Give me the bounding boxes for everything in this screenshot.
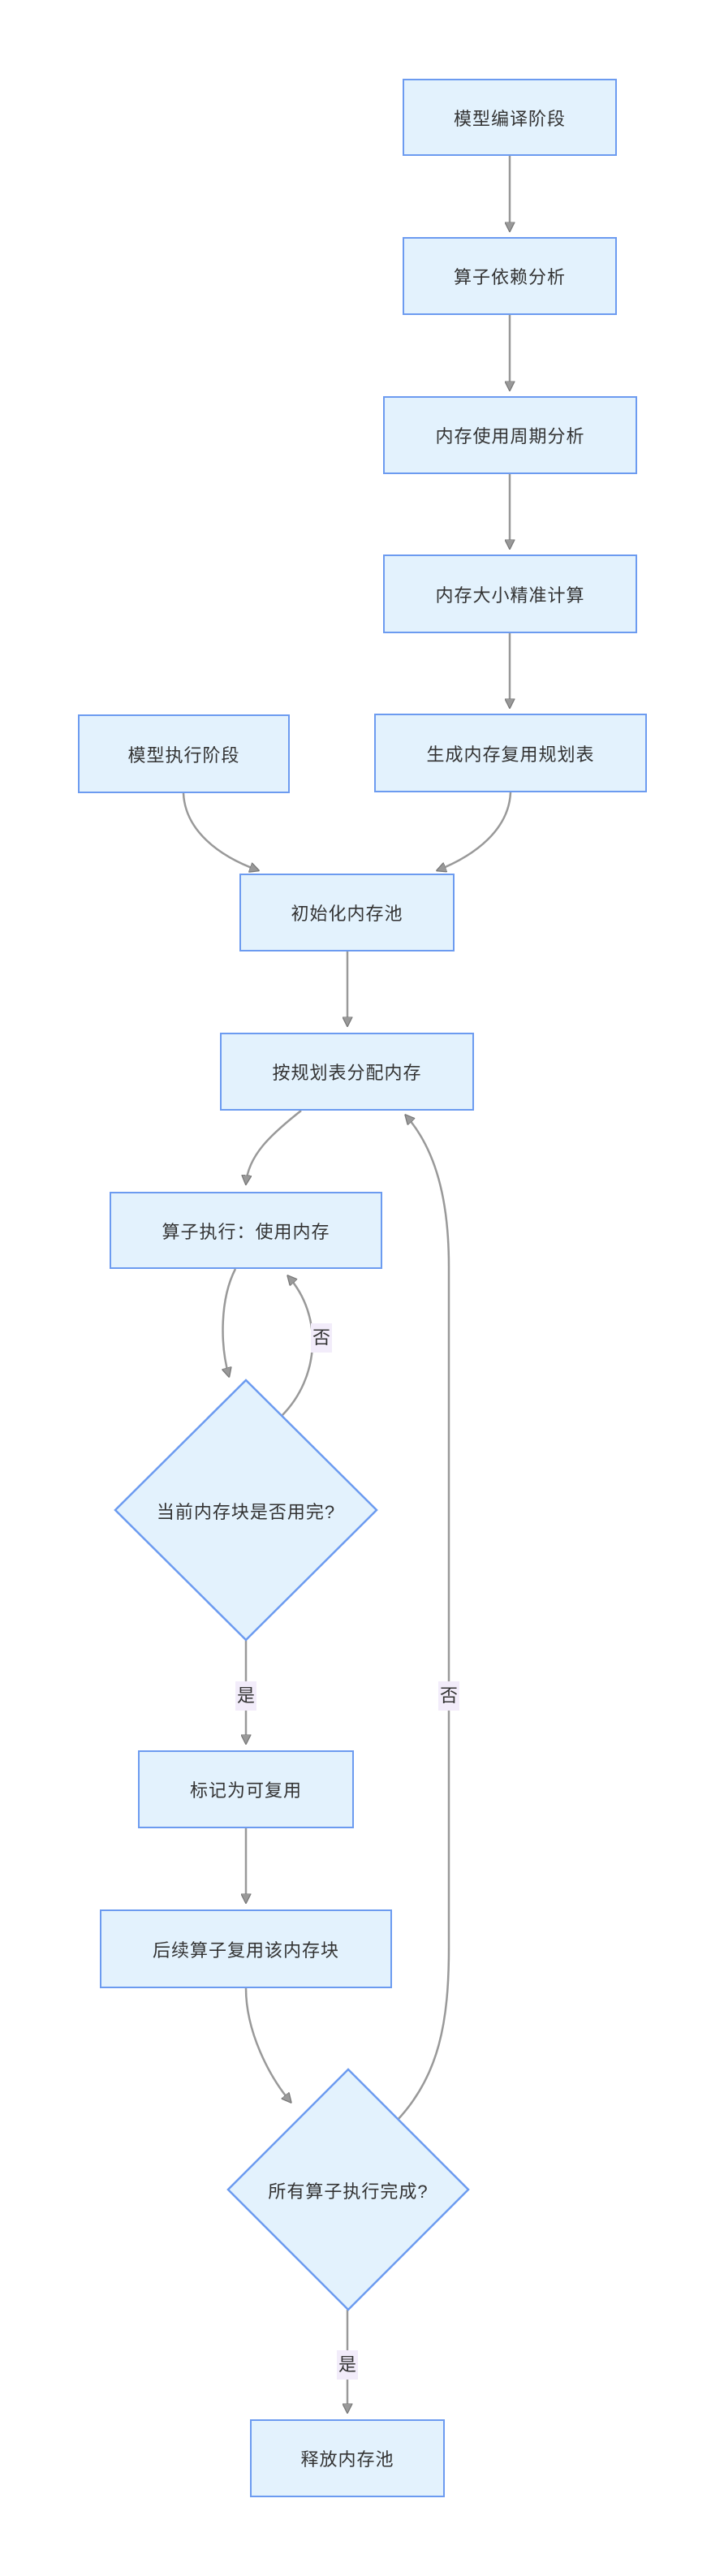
- edge-label-no-opexec-loop: 否: [310, 1323, 333, 1353]
- node-init-pool: 初始化内存池: [239, 874, 455, 951]
- node-exec-phase: 模型执行阶段: [78, 714, 290, 793]
- node-mem-lifecycle: 内存使用周期分析: [383, 396, 637, 474]
- decision-label-block-used-up: 当前内存块是否用完?: [156, 1502, 336, 1522]
- decision-label-all-ops-done: 所有算子执行完成?: [268, 2181, 429, 2202]
- edge-alloc-to-opexec: [246, 1110, 302, 1184]
- edge-label-yes-release: 是: [336, 2350, 359, 2380]
- node-op-exec: 算子执行：使用内存: [110, 1192, 382, 1269]
- edge-label-no-alloc-loop: 否: [437, 1681, 460, 1711]
- edge-exec-to-initpool: [182, 792, 258, 870]
- node-op-dependency: 算子依赖分析: [403, 237, 617, 315]
- node-reuse-block: 后续算子复用该内存块: [100, 1909, 392, 1988]
- edge-reuse-to-alldone: [244, 1987, 291, 2102]
- node-mark-reusable: 标记为可复用: [138, 1750, 354, 1828]
- decision-block-used-up: [114, 1379, 378, 1642]
- edge-plan-to-initpool: [437, 792, 512, 870]
- node-compile-phase: 模型编译阶段: [403, 79, 617, 156]
- node-mem-size-calc: 内存大小精准计算: [383, 554, 637, 633]
- edge-alldone-no-loop-to-alloc: [396, 1115, 450, 2121]
- edge-label-yes-mark: 是: [235, 1681, 257, 1711]
- edge-blockcheck-no-loop: [282, 1276, 314, 1416]
- node-alloc-by-plan: 按规划表分配内存: [220, 1033, 474, 1111]
- edge-opexec-to-blockcheck: [223, 1268, 237, 1376]
- decision-all-ops-done: [226, 2068, 470, 2311]
- node-release-pool: 释放内存池: [250, 2419, 445, 2497]
- node-reuse-plan: 生成内存复用规划表: [374, 714, 647, 792]
